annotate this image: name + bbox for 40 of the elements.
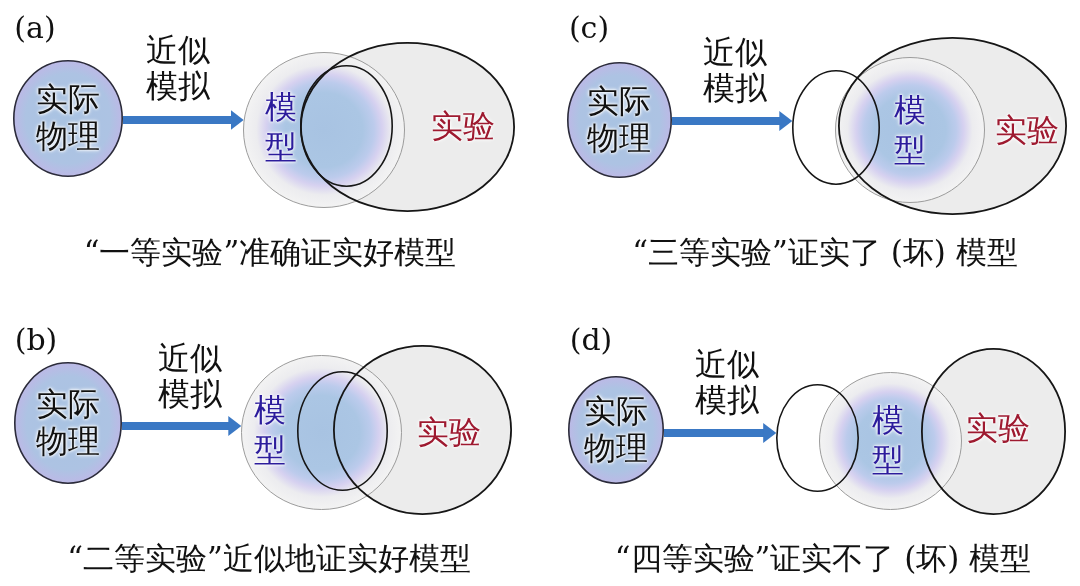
- node-label: 实验: [431, 107, 495, 145]
- outline-ellipse: [300, 65, 393, 187]
- panel-label: (a): [14, 11, 56, 45]
- node-label: 实际物理: [586, 83, 652, 157]
- experiment-circle: [300, 42, 515, 212]
- source-ellipse: [568, 376, 664, 484]
- panel-caption: “四等实验”证实不了 (坏) 模型: [614, 540, 1032, 576]
- edge-label: 近似模拟: [157, 340, 223, 412]
- node-label: 模型: [893, 90, 927, 170]
- edge-label: 近似模拟: [702, 34, 768, 106]
- node-label: 实际物理: [583, 393, 649, 467]
- experiment-circle: [838, 37, 1067, 215]
- source-ellipse: [13, 60, 123, 177]
- source-ellipse: [567, 62, 672, 178]
- node-label: 实验: [417, 413, 481, 451]
- node-label: 实验: [995, 111, 1059, 149]
- node-label: 模型: [253, 390, 287, 470]
- node-label: 模型: [871, 400, 905, 480]
- experiment-circle: [333, 345, 512, 515]
- panel-label: (c): [568, 11, 610, 45]
- node-label: 实际物理: [35, 386, 101, 460]
- experiment-circle: [921, 348, 1066, 515]
- arrow: [663, 423, 777, 443]
- panel-label: (b): [14, 323, 58, 357]
- panel-caption: “一等实验”准确证实好模型: [83, 234, 457, 270]
- panel-label: (d): [569, 323, 613, 357]
- arrow: [121, 416, 242, 436]
- panel-caption: “三等实验”证实了 (坏) 模型: [632, 234, 1018, 270]
- panel-caption: “二等实验”近似地证实好模型: [67, 540, 471, 576]
- arrow: [123, 110, 244, 130]
- edge-label: 近似模拟: [694, 346, 760, 418]
- edge-label: 近似模拟: [145, 32, 211, 104]
- model-circle: [819, 372, 962, 510]
- source-ellipse: [14, 362, 122, 484]
- node-label: 模型: [264, 87, 298, 167]
- outline-ellipse: [776, 384, 859, 492]
- arrow: [672, 111, 793, 131]
- node-label: 实际物理: [35, 81, 101, 155]
- node-label: 实验: [966, 409, 1030, 447]
- outline-ellipse: [792, 70, 880, 185]
